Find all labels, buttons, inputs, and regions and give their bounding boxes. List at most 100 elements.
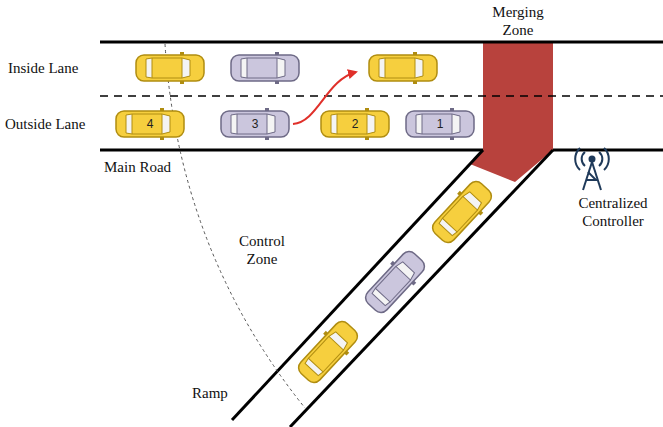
car-rear-window: [126, 114, 132, 134]
car-mirror: [365, 137, 369, 140]
car: [221, 108, 289, 140]
car-roof-line: [247, 78, 277, 79]
car-rear-window: [438, 218, 457, 236]
car-rear-window: [231, 114, 237, 134]
callout-number: 2: [352, 118, 359, 131]
car-roof-line: [422, 114, 452, 115]
road-label: Main Road: [104, 158, 171, 176]
car-mirror: [457, 191, 462, 196]
car-mirror: [344, 351, 349, 356]
car-rear-window: [241, 58, 247, 78]
car-roof-line: [442, 196, 462, 218]
car-rear-window: [416, 114, 422, 134]
car-body: [362, 248, 427, 315]
car-mirror: [478, 211, 483, 216]
car-roof-line: [247, 58, 277, 59]
lane-label: Outside Lane: [5, 115, 85, 133]
car-roof-line: [308, 336, 328, 358]
car-mirror: [160, 137, 164, 140]
car-windshield: [267, 114, 275, 134]
car-mirror: [265, 108, 269, 111]
car-roof-line: [237, 114, 267, 115]
car-windshield: [182, 58, 190, 78]
lane-divider: [100, 95, 663, 97]
car-mirror: [450, 108, 454, 111]
car-mirror: [413, 52, 417, 55]
car-windshield: [415, 58, 423, 78]
car-windshield: [367, 114, 375, 134]
car-roof-line: [337, 134, 367, 135]
car-mirror: [265, 137, 269, 140]
car-rear-window: [371, 288, 390, 306]
car-mirror: [413, 81, 417, 84]
car-roof-line: [237, 134, 267, 135]
car-rear-window: [331, 114, 337, 134]
car: [321, 108, 389, 140]
car: [293, 316, 363, 388]
car-roof-line: [152, 78, 182, 79]
road-edge: [553, 149, 663, 152]
car-body: [321, 111, 389, 137]
car-rear-window: [304, 358, 323, 376]
car-mirror: [450, 137, 454, 140]
car-mirror: [275, 81, 279, 84]
car-mirror: [160, 108, 164, 111]
car-roof-line: [323, 350, 343, 372]
road-edge: [100, 41, 663, 44]
car-roof-line: [375, 266, 395, 288]
ramp-edge: [232, 150, 483, 420]
car-body: [231, 55, 299, 81]
road-label: Ramp: [192, 384, 228, 402]
car-body: [295, 318, 360, 385]
car-roof-line: [457, 210, 477, 232]
car-body: [369, 55, 437, 81]
car-body: [429, 178, 494, 245]
car-roof-line: [385, 78, 415, 79]
vehicles: [116, 52, 497, 388]
car-body: [116, 111, 184, 137]
car-roof-line: [385, 58, 415, 59]
callout-number: 4: [147, 118, 154, 131]
ramp-edge: [290, 150, 553, 427]
callout-number: 1: [437, 118, 444, 131]
lane-label: Inside Lane: [8, 59, 78, 77]
car-mirror: [323, 331, 328, 336]
car-body: [136, 55, 204, 81]
car: [136, 52, 204, 84]
car-body: [406, 111, 474, 137]
car-roof-line: [132, 114, 162, 115]
control-zone-boundary: [165, 44, 305, 408]
car-windshield: [277, 58, 285, 78]
car-body: [221, 111, 289, 137]
controller-label: Centralized Controller: [568, 194, 658, 230]
car-windshield: [463, 191, 483, 210]
car-rear-window: [146, 58, 152, 78]
car-mirror: [275, 52, 279, 55]
car: [231, 52, 299, 84]
car-mirror: [180, 81, 184, 84]
car: [427, 176, 497, 248]
car-mirror: [180, 52, 184, 55]
car-windshield: [162, 114, 170, 134]
zone-label: Control Zone: [227, 232, 297, 268]
callout-number: 3: [252, 118, 259, 131]
car-mirror: [365, 108, 369, 111]
car: [406, 108, 474, 140]
car-roof-line: [390, 280, 410, 302]
car: [369, 52, 437, 84]
car-rear-window: [379, 58, 385, 78]
zone-label: Merging Zone: [478, 3, 558, 39]
road-edge: [100, 149, 483, 152]
car-windshield: [396, 261, 416, 280]
car-windshield: [452, 114, 460, 134]
car-roof-line: [422, 134, 452, 135]
car-windshield: [329, 331, 349, 350]
car-roof-line: [337, 114, 367, 115]
car-mirror: [411, 281, 416, 286]
car-roof-line: [132, 134, 162, 135]
car: [116, 108, 184, 140]
antenna-tower: [575, 148, 609, 190]
car-roof-line: [152, 58, 182, 59]
car-mirror: [390, 261, 395, 266]
